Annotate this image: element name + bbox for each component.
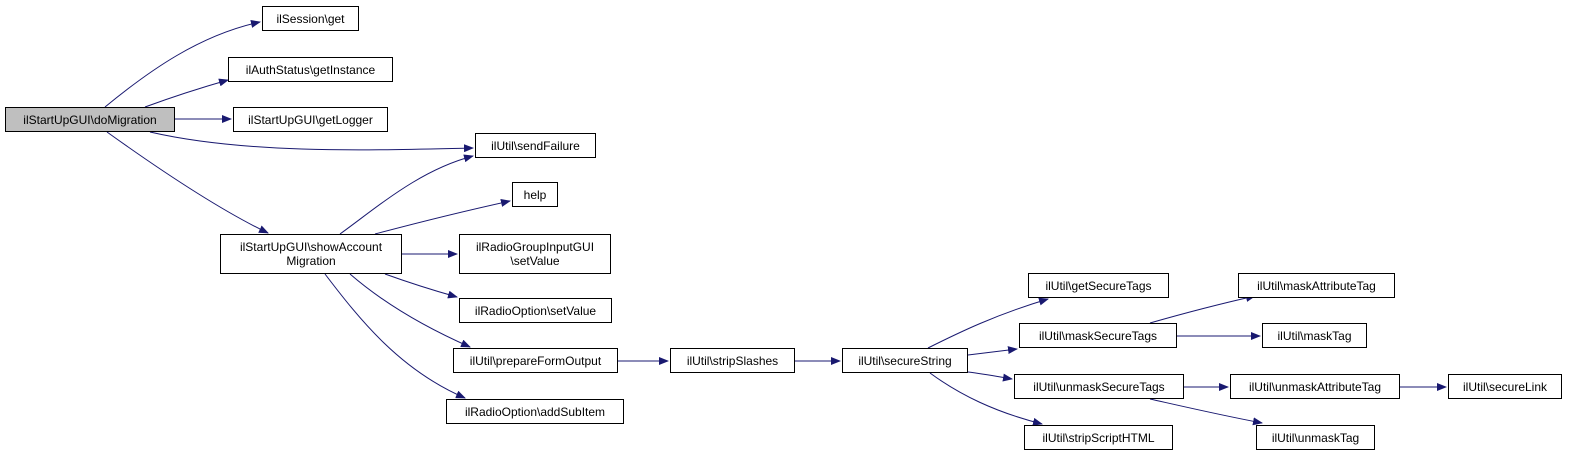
node-label-line1: ilStartUpGUI\showAccount (239, 240, 383, 254)
edge-unmasksecuretags-to-unmasktag (1149, 398, 1263, 426)
edge-showaccount-to-radiooption-setvalue (384, 273, 458, 299)
node-label-line1: ilRadioGroupInputGUI (475, 240, 595, 254)
node-label: ilStartUpGUI\doMigration (23, 112, 157, 127)
node-ilutil-unmaskattributetag[interactable]: ilUtil\unmaskAttributeTag (1230, 374, 1400, 399)
node-label: ilUtil\unmaskTag (1271, 430, 1360, 445)
node-ilutil-stripscripthtml[interactable]: ilUtil\stripScriptHTML (1024, 425, 1173, 450)
edge-domigration-to-session-get (104, 20, 261, 108)
node-label-line2: Migration (286, 254, 336, 268)
edge-showaccount-to-help (374, 199, 511, 235)
node-ilsession-get[interactable]: ilSession\get (262, 6, 359, 31)
node-ilutil-unmasksecuretags[interactable]: ilUtil\unmaskSecureTags (1014, 374, 1184, 399)
edge-securestring-to-masksecuretags (967, 346, 1018, 356)
node-label: ilUtil\secureString (858, 353, 952, 368)
node-ilstartupgui-showaccountmigration[interactable]: ilStartUpGUI\showAccount Migration (220, 234, 402, 274)
node-ilutil-securelink[interactable]: ilUtil\secureLink (1448, 374, 1562, 399)
node-help[interactable]: help (512, 182, 558, 207)
node-label: ilRadioOption\addSubItem (464, 404, 606, 419)
edge-securestring-to-unmasksecuretags (967, 371, 1013, 382)
node-label-line2: \setValue (510, 254, 560, 268)
node-label: ilUtil\prepareFormOutput (469, 353, 602, 368)
edge-masksecuretags-to-maskattributetag (1149, 294, 1256, 324)
node-ilutil-sendfailure[interactable]: ilUtil\sendFailure (475, 133, 596, 158)
node-label: ilSession\get (276, 11, 345, 26)
node-ilstartupgui-getlogger[interactable]: ilStartUpGUI\getLogger (233, 107, 388, 132)
node-ilutil-unmasktag[interactable]: ilUtil\unmaskTag (1256, 425, 1375, 450)
node-label: ilUtil\stripScriptHTML (1042, 430, 1155, 445)
node-ilradiogroupinputgui-setvalue[interactable]: ilRadioGroupInputGUI \setValue (459, 234, 611, 274)
node-ilutil-getsecuretags[interactable]: ilUtil\getSecureTags (1028, 273, 1169, 298)
edge-domigration-to-sendfailure (149, 131, 474, 153)
node-label: ilUtil\sendFailure (491, 138, 580, 153)
node-ilradiooption-setvalue[interactable]: ilRadioOption\setValue (459, 298, 612, 323)
node-label: ilUtil\maskSecureTags (1038, 328, 1158, 343)
node-label: ilUtil\maskTag (1277, 328, 1352, 343)
node-label: ilUtil\maskAttributeTag (1257, 278, 1376, 293)
edge-showaccount-to-sendfailure (339, 154, 474, 235)
node-ilutil-prepareformoutput[interactable]: ilUtil\prepareFormOutput (453, 348, 618, 373)
node-ilutil-stripslashes[interactable]: ilUtil\stripSlashes (670, 348, 795, 373)
node-label: help (523, 187, 547, 202)
node-label: ilUtil\unmaskAttributeTag (1248, 379, 1382, 394)
node-label: ilUtil\stripSlashes (686, 353, 779, 368)
node-label: ilUtil\getSecureTags (1045, 278, 1152, 293)
edge-showaccount-to-addsubitem (324, 273, 466, 399)
edge-securestring-to-stripscripthtml (929, 372, 1043, 426)
edge-domigration-to-authstatus (144, 78, 229, 108)
node-label: ilUtil\secureLink (1462, 379, 1548, 394)
node-ilstartupgui-domigration: ilStartUpGUI\doMigration (5, 107, 175, 132)
node-ilauthstatus-getinstance[interactable]: ilAuthStatus\getInstance (228, 57, 393, 82)
edge-domigration-to-showaccount (106, 131, 269, 234)
node-ilutil-masksecuretags[interactable]: ilUtil\maskSecureTags (1019, 323, 1177, 348)
node-ilutil-securestring[interactable]: ilUtil\secureString (842, 348, 968, 373)
node-ilutil-maskattributetag[interactable]: ilUtil\maskAttributeTag (1238, 273, 1395, 298)
edge-showaccount-to-prepareform (349, 273, 471, 348)
edge-securestring-to-getsecuretags (927, 297, 1049, 349)
node-label: ilRadioOption\setValue (474, 303, 597, 318)
node-ilutil-masktag[interactable]: ilUtil\maskTag (1262, 323, 1367, 348)
node-label: ilUtil\unmaskSecureTags (1033, 379, 1165, 394)
node-ilradiooption-addsubitem[interactable]: ilRadioOption\addSubItem (446, 399, 624, 424)
node-label: ilStartUpGUI\getLogger (248, 112, 373, 127)
node-label: ilAuthStatus\getInstance (245, 62, 376, 77)
